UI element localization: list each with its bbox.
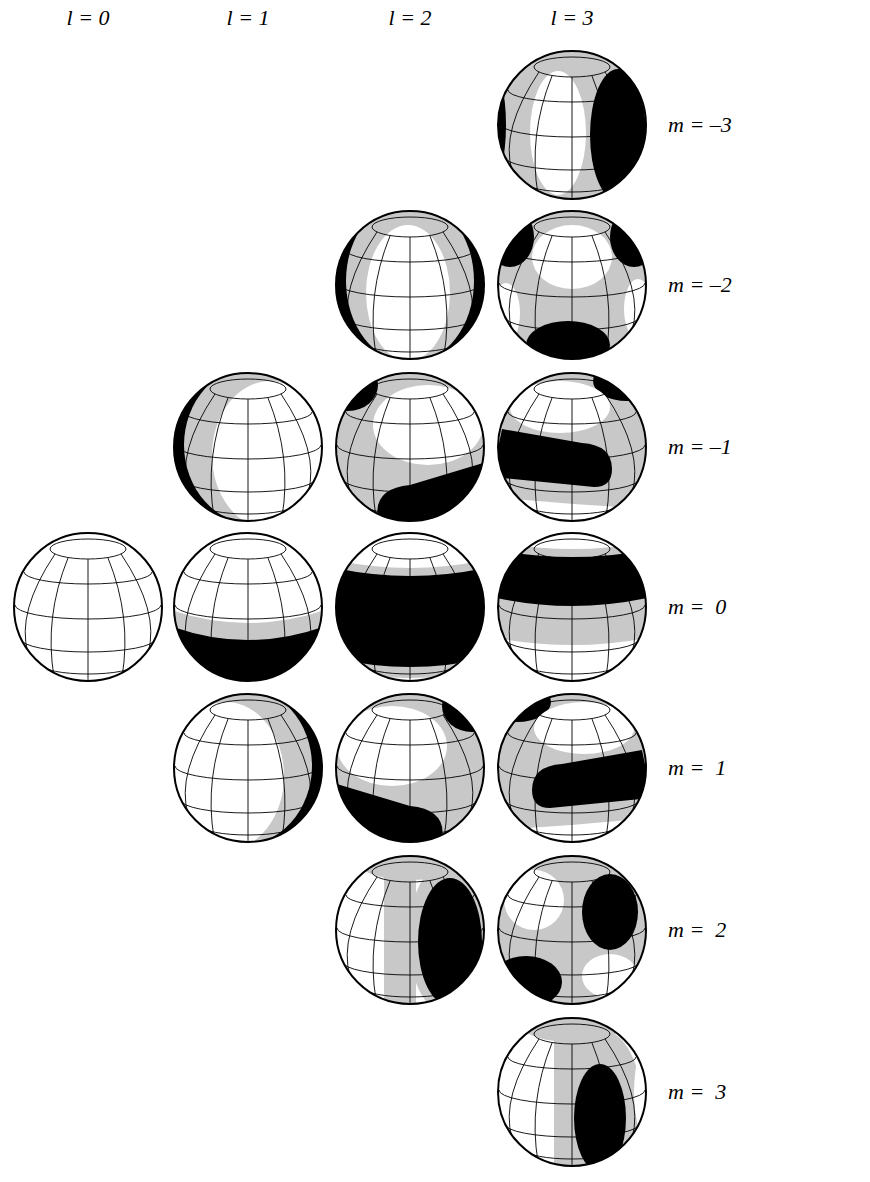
degree-label: l = 1 — [227, 7, 270, 29]
order-label: m = 2 — [668, 919, 726, 941]
order-label: m = 0 — [668, 596, 726, 618]
order-label: m = 1 — [668, 757, 726, 779]
order-label: m = –3 — [668, 114, 732, 136]
degree-label: l = 0 — [67, 7, 110, 29]
order-label: m = 3 — [668, 1081, 726, 1103]
degree-label: l = 2 — [389, 7, 432, 29]
order-label: m = –1 — [668, 436, 732, 458]
order-label: m = –2 — [668, 274, 732, 296]
degree-label: l = 3 — [551, 7, 594, 29]
